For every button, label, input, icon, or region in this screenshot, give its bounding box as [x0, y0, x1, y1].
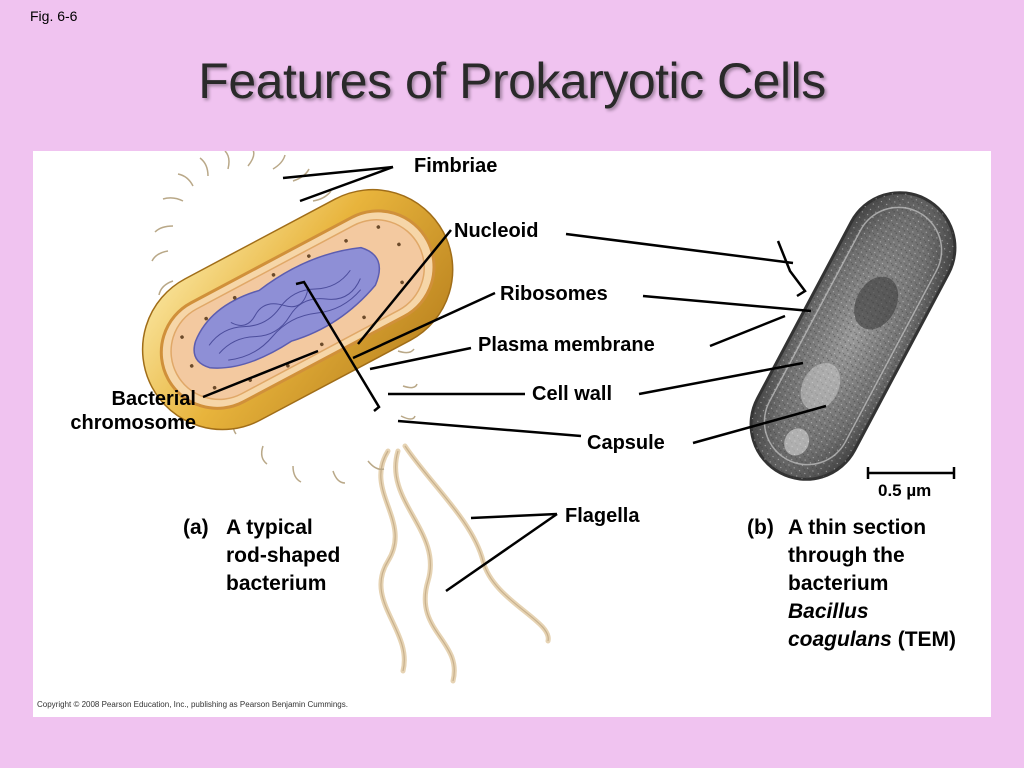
- figure-label: Fig. 6-6: [30, 8, 78, 24]
- caption-b-line1: A thin section: [788, 516, 927, 539]
- tem-micrograph: [749, 191, 957, 481]
- label-bacterial: Bacterial: [111, 388, 197, 410]
- label-nucleoid: Nucleoid: [454, 220, 539, 242]
- scale-bar-label: 0.5 µm: [878, 481, 932, 500]
- label-cell-wall: Cell wall: [532, 383, 613, 405]
- diagram-illustration: [141, 151, 957, 684]
- caption-a-line: bacterium: [226, 572, 327, 595]
- caption-a-line: A typical: [226, 516, 313, 539]
- flagella-drawing: [378, 443, 551, 684]
- slide-title: Features of Prokaryotic Cells: [198, 53, 826, 109]
- label-capsule: Capsule: [587, 432, 665, 454]
- caption-b: (b) A thin section through the bacterium…: [747, 514, 991, 659]
- caption-b-tem: (TEM): [897, 628, 957, 651]
- caption-b-letter: (b): [747, 516, 774, 539]
- label-ribosomes: Ribosomes: [500, 283, 608, 305]
- bacterium-drawing: [141, 188, 454, 431]
- label-bacterial-chromosome: Bacterial chromosome: [33, 387, 196, 435]
- copyright-notice: Copyright © 2008 Pearson Education, Inc.…: [37, 700, 348, 709]
- caption-b-line3: bacterium: [788, 572, 889, 595]
- caption-a-letter: (a): [183, 516, 209, 539]
- label-flagella: Flagella: [565, 505, 640, 527]
- caption-b-species: coagulans: [788, 628, 892, 651]
- caption-b-line2: through the: [788, 544, 905, 567]
- caption-a: (a) A typical rod-shaped bacterium: [183, 514, 403, 604]
- caption-b-genus: Bacillus: [788, 600, 869, 623]
- label-fimbriae: Fimbriae: [414, 155, 498, 177]
- caption-a-line: rod-shaped: [226, 544, 341, 567]
- figure-panel: Fimbriae Nucleoid Ribosomes Plasma membr…: [33, 151, 991, 717]
- label-chromosome: chromosome: [70, 412, 196, 434]
- label-plasma-membrane: Plasma membrane: [478, 334, 655, 356]
